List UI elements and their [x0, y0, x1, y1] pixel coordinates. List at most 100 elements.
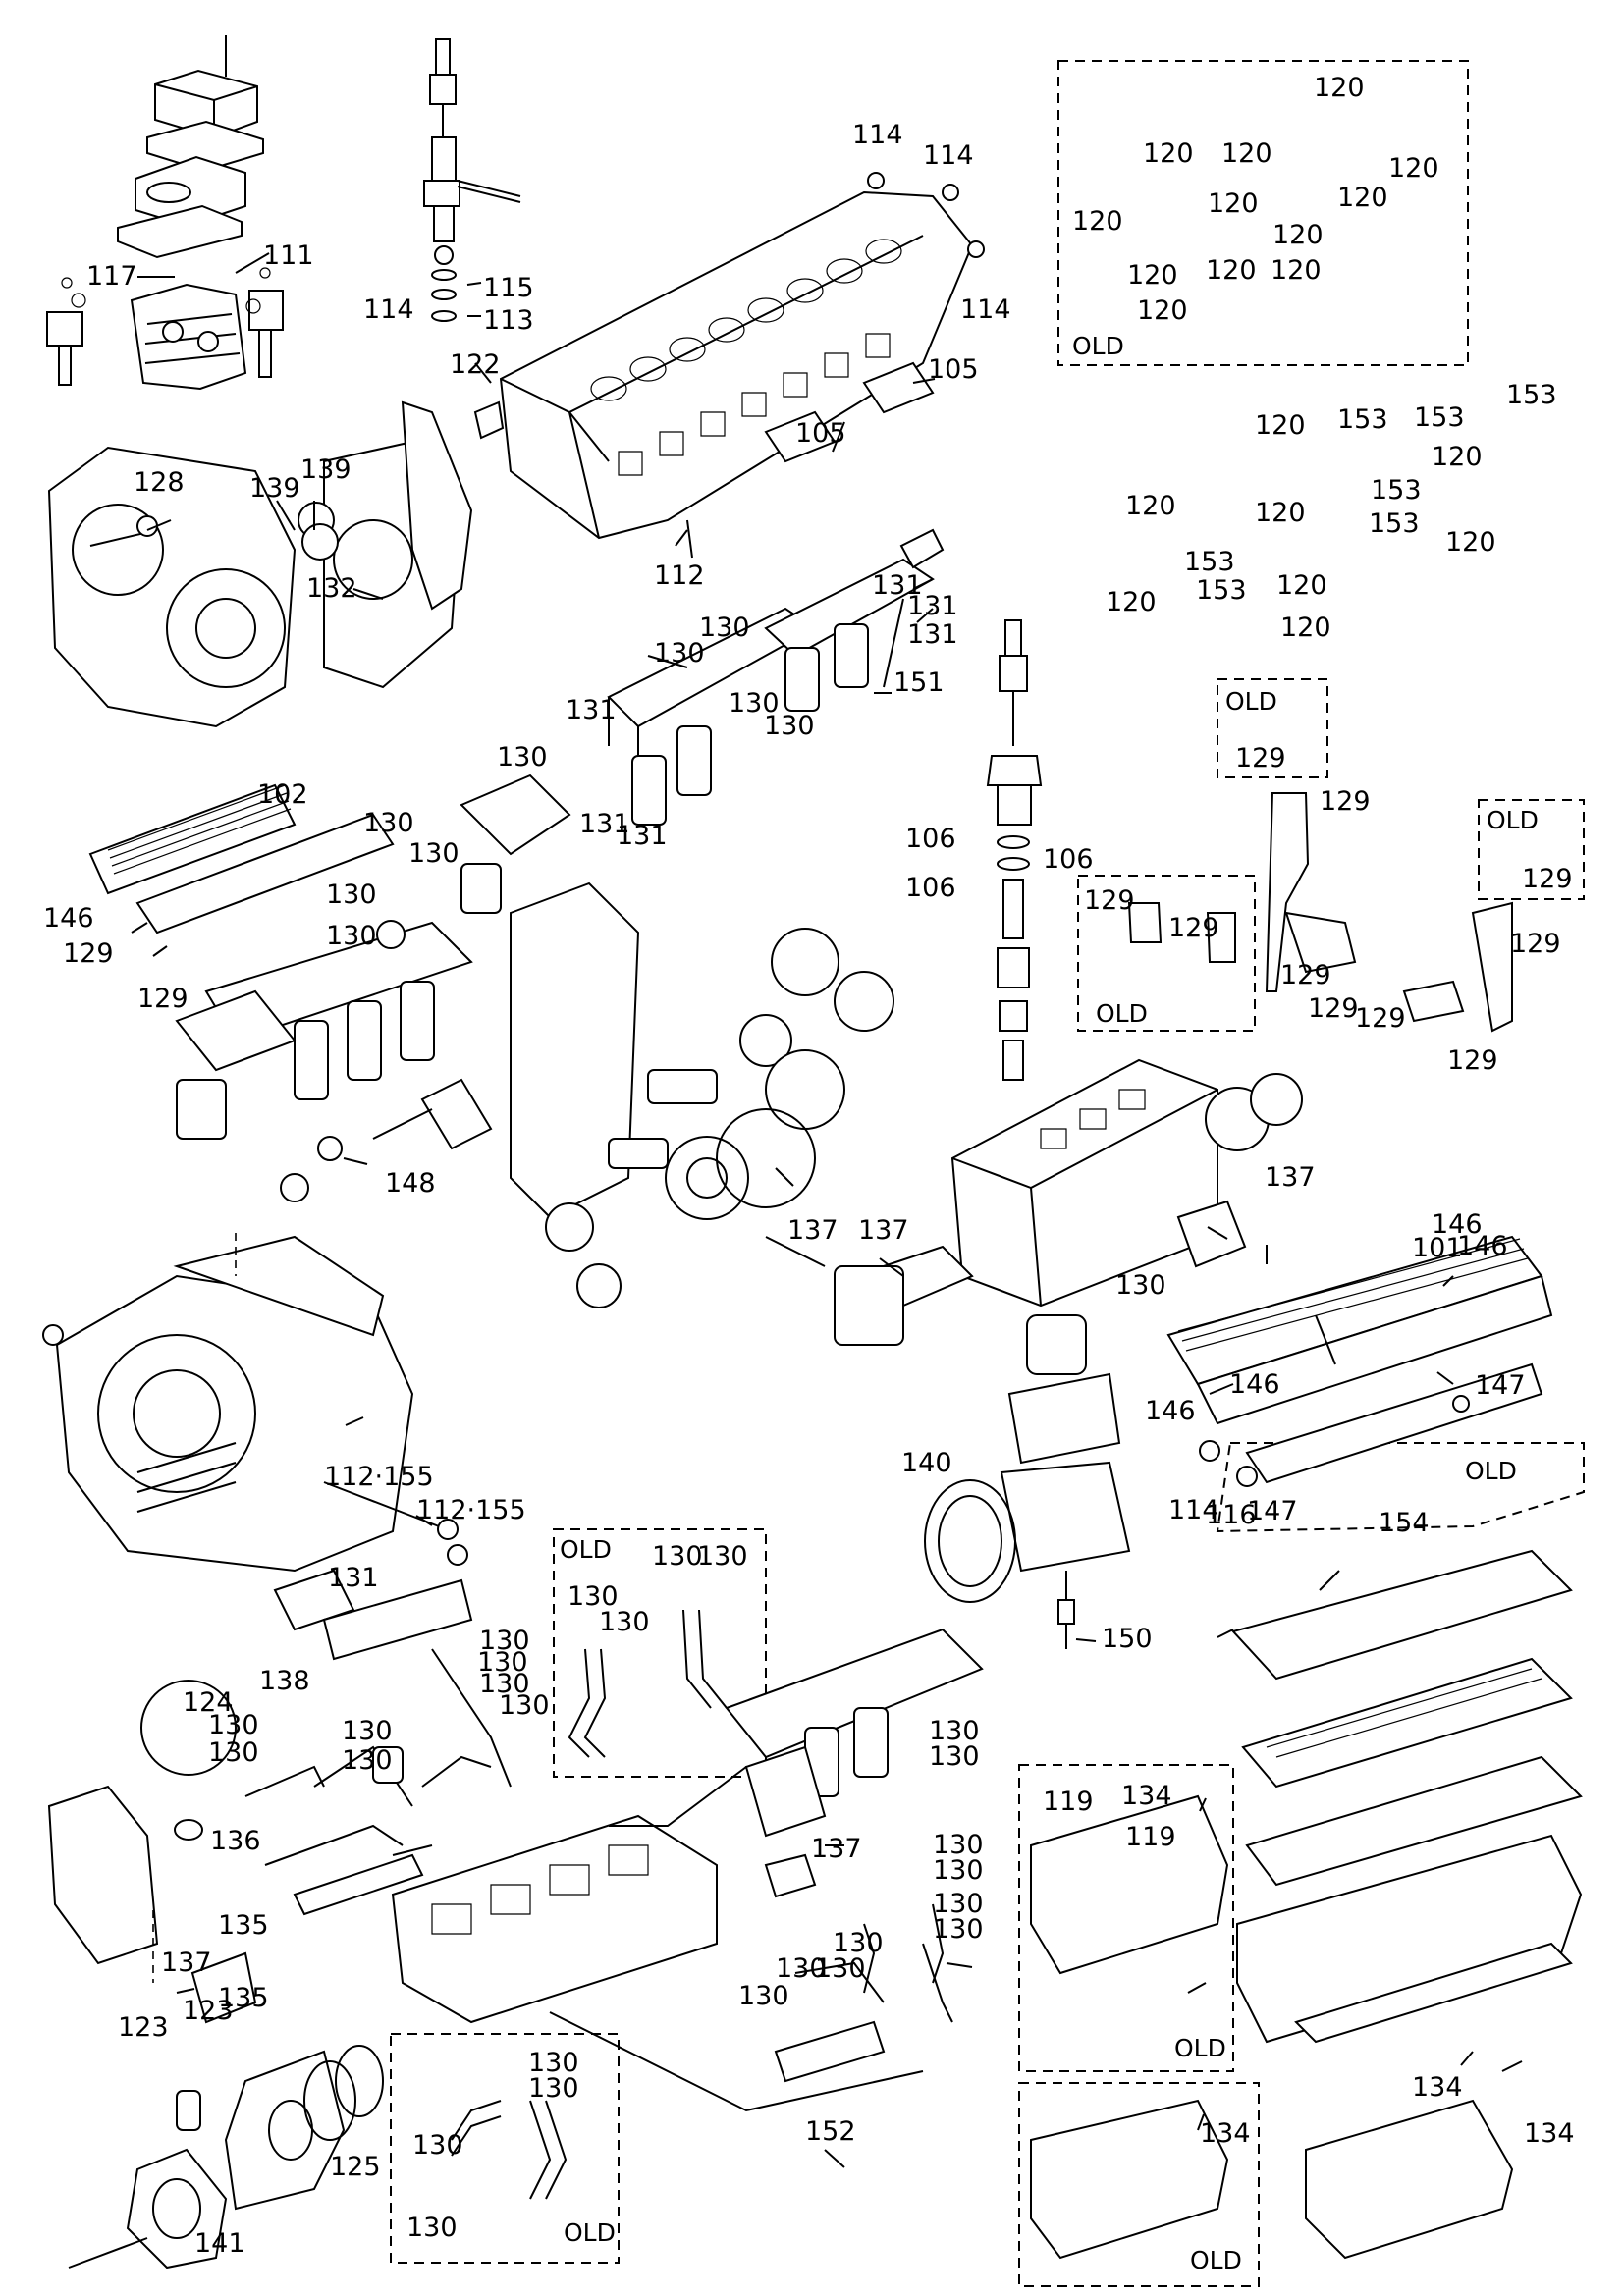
label-146: 146 — [43, 903, 94, 934]
label-130: 130 — [764, 711, 815, 741]
label-130: 130 — [363, 808, 414, 838]
label-153: 153 — [1369, 508, 1420, 539]
label-116: 116 — [1206, 1500, 1257, 1530]
flywheel-housing — [42, 1233, 468, 1573]
old-marker: OLD — [564, 2218, 616, 2247]
label-120: 120 — [1280, 613, 1331, 643]
label-114: 114 — [852, 120, 903, 150]
label-102: 102 — [257, 779, 308, 810]
label-112-155: 112·155 — [416, 1495, 526, 1525]
label-130: 130 — [406, 2213, 458, 2243]
label-130: 130 — [208, 1710, 259, 1740]
water-pump-group — [47, 1680, 424, 2269]
oil-pump-group — [264, 1569, 984, 2112]
label-112-155: 112·155 — [324, 1462, 434, 1492]
label-137: 137 — [787, 1215, 839, 1246]
label-152: 152 — [805, 2116, 856, 2147]
old-marker: OLD — [1072, 332, 1124, 360]
label-120: 120 — [1432, 442, 1483, 472]
label-135: 135 — [218, 1910, 269, 1941]
label-137: 137 — [811, 1834, 862, 1864]
label-113: 113 — [483, 305, 534, 336]
label-105: 105 — [928, 354, 979, 385]
label-130: 130 — [1115, 1270, 1166, 1301]
label-115: 115 — [483, 273, 534, 303]
old-marker: OLD — [1225, 687, 1277, 716]
label-130: 130 — [933, 1855, 984, 1886]
label-153: 153 — [1414, 402, 1465, 433]
old-marker: OLD — [1190, 2246, 1242, 2274]
label-120: 120 — [1143, 138, 1194, 169]
label-123: 123 — [118, 2012, 169, 2043]
label-122: 122 — [450, 349, 501, 380]
label-128: 128 — [134, 467, 185, 498]
label-120: 120 — [1208, 188, 1259, 219]
label-129: 129 — [1308, 993, 1359, 1024]
label-111: 111 — [263, 240, 314, 271]
old-marker: OLD — [1096, 999, 1148, 1028]
fuel-injection-pump — [834, 619, 1303, 1346]
label-136: 136 — [210, 1826, 261, 1856]
label-123: 123 — [183, 1996, 234, 2026]
label-150: 150 — [1102, 1624, 1153, 1654]
label-130: 130 — [929, 1741, 980, 1772]
label-130: 130 — [208, 1737, 259, 1768]
label-120: 120 — [1445, 527, 1496, 558]
label-120: 120 — [1206, 255, 1257, 286]
label-105: 105 — [795, 418, 846, 449]
label-137: 137 — [858, 1215, 909, 1246]
old-marker: OLD — [560, 1535, 612, 1564]
hoses-old — [451, 1609, 945, 2200]
label-120: 120 — [1337, 183, 1388, 213]
label-146: 146 — [1229, 1369, 1280, 1400]
label-131: 131 — [907, 591, 958, 621]
label-124: 124 — [183, 1687, 234, 1718]
label-129: 129 — [1235, 743, 1286, 774]
label-134: 134 — [1524, 2118, 1575, 2149]
label-120: 120 — [1221, 138, 1272, 169]
label-114: 114 — [960, 294, 1011, 325]
label-119: 119 — [1125, 1822, 1176, 1852]
label-129: 129 — [1320, 786, 1371, 817]
label-120: 120 — [1388, 153, 1439, 184]
label-119: 119 — [1043, 1787, 1094, 1817]
head-cover-group — [46, 35, 284, 391]
label-140: 140 — [901, 1448, 952, 1478]
label-132: 132 — [306, 573, 357, 604]
label-147: 147 — [1247, 1496, 1298, 1526]
label-114: 114 — [363, 294, 414, 325]
label-130: 130 — [477, 1647, 528, 1678]
label-130: 130 — [568, 1581, 619, 1612]
label-139: 139 — [300, 454, 352, 485]
label-129: 129 — [1447, 1045, 1498, 1076]
label-101: 101 — [1412, 1233, 1463, 1263]
label-134: 134 — [1412, 2072, 1463, 2103]
label-120: 120 — [1314, 73, 1365, 103]
label-130: 130 — [933, 1914, 984, 1945]
label-114: 114 — [923, 140, 974, 171]
label-131: 131 — [579, 809, 630, 839]
gear-train — [280, 881, 894, 1308]
label-120: 120 — [1106, 587, 1157, 617]
label-146: 146 — [1457, 1231, 1508, 1261]
label-130: 130 — [699, 613, 750, 643]
label-130: 130 — [933, 1830, 984, 1860]
label-130: 130 — [408, 838, 460, 869]
label-146: 146 — [1432, 1209, 1483, 1240]
label-106: 106 — [905, 873, 956, 903]
label-147: 147 — [1475, 1370, 1526, 1401]
label-106: 106 — [905, 824, 956, 854]
label-120: 120 — [1125, 491, 1176, 521]
label-153: 153 — [1337, 404, 1388, 435]
label-112: 112 — [654, 561, 705, 591]
label-137: 137 — [1265, 1162, 1316, 1193]
label-125: 125 — [330, 2152, 381, 2182]
intercooler-101 — [1166, 1235, 1553, 1487]
label-130: 130 — [933, 1889, 984, 1919]
label-130: 130 — [499, 1690, 550, 1721]
intercooler-102 — [88, 783, 473, 1140]
label-130: 130 — [528, 2073, 579, 2104]
label-130: 130 — [326, 921, 377, 951]
